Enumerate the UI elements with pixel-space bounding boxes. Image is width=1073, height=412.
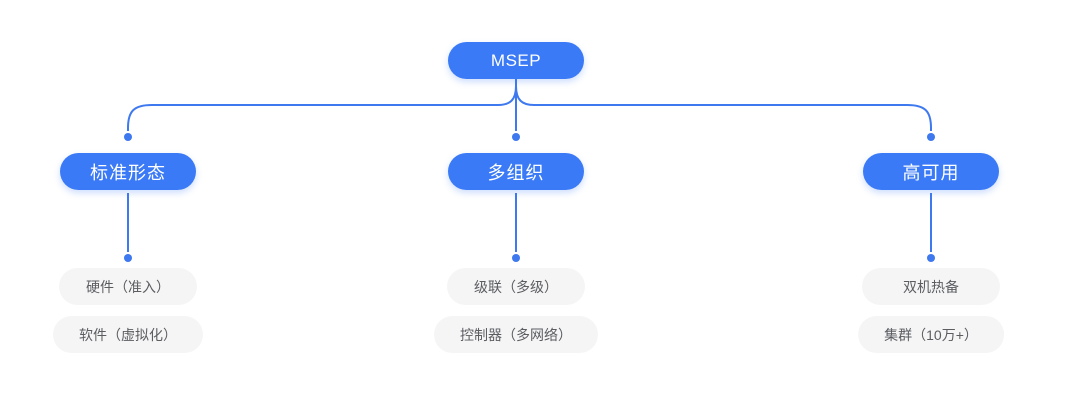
leaf-hardware-admission-label: 硬件（准入） — [86, 278, 170, 295]
leaf-software-virtualization-label: 软件（虚拟化） — [79, 326, 177, 343]
branch-standard-form-label: 标准形态 — [90, 162, 166, 183]
leaf-cluster-100k-plus-label: 集群（10万+） — [884, 326, 978, 343]
leaf-cascade-multilevel-label: 级联（多级） — [474, 278, 558, 295]
leaf-controller-multinetwork-label: 控制器（多网络） — [460, 326, 572, 343]
branch-high-availability: 高可用 — [863, 153, 999, 190]
edge-dot-standard — [124, 133, 132, 141]
leaf-dual-machine-hot-standby-label: 双机热备 — [903, 278, 959, 295]
edge-dot-standard-leaves — [124, 254, 132, 262]
edge-root-to-standard — [127, 85, 517, 131]
leaf-dual-machine-hot-standby: 双机热备 — [862, 268, 1000, 305]
edge-dot-high-availability-leaves — [927, 254, 935, 262]
leaf-hardware-admission: 硬件（准入） — [59, 268, 197, 305]
edge-root-to-high-availability — [515, 85, 932, 131]
node-msep-label: MSEP — [490, 50, 542, 70]
edge-dot-multi-org — [512, 133, 520, 141]
node-msep: MSEP — [448, 42, 584, 79]
leaf-software-virtualization: 软件（虚拟化） — [53, 316, 203, 353]
branch-standard-form: 标准形态 — [60, 153, 196, 190]
leaf-controller-multinetwork: 控制器（多网络） — [434, 316, 598, 353]
branch-multi-org: 多组织 — [448, 153, 584, 190]
branch-multi-org-label: 多组织 — [487, 162, 545, 183]
branch-high-availability-label: 高可用 — [902, 162, 960, 183]
leaf-cascade-multilevel: 级联（多级） — [447, 268, 585, 305]
leaf-cluster-100k-plus: 集群（10万+） — [858, 316, 1004, 353]
edge-dot-high-availability — [927, 133, 935, 141]
edge-dot-multi-org-leaves — [512, 254, 520, 262]
